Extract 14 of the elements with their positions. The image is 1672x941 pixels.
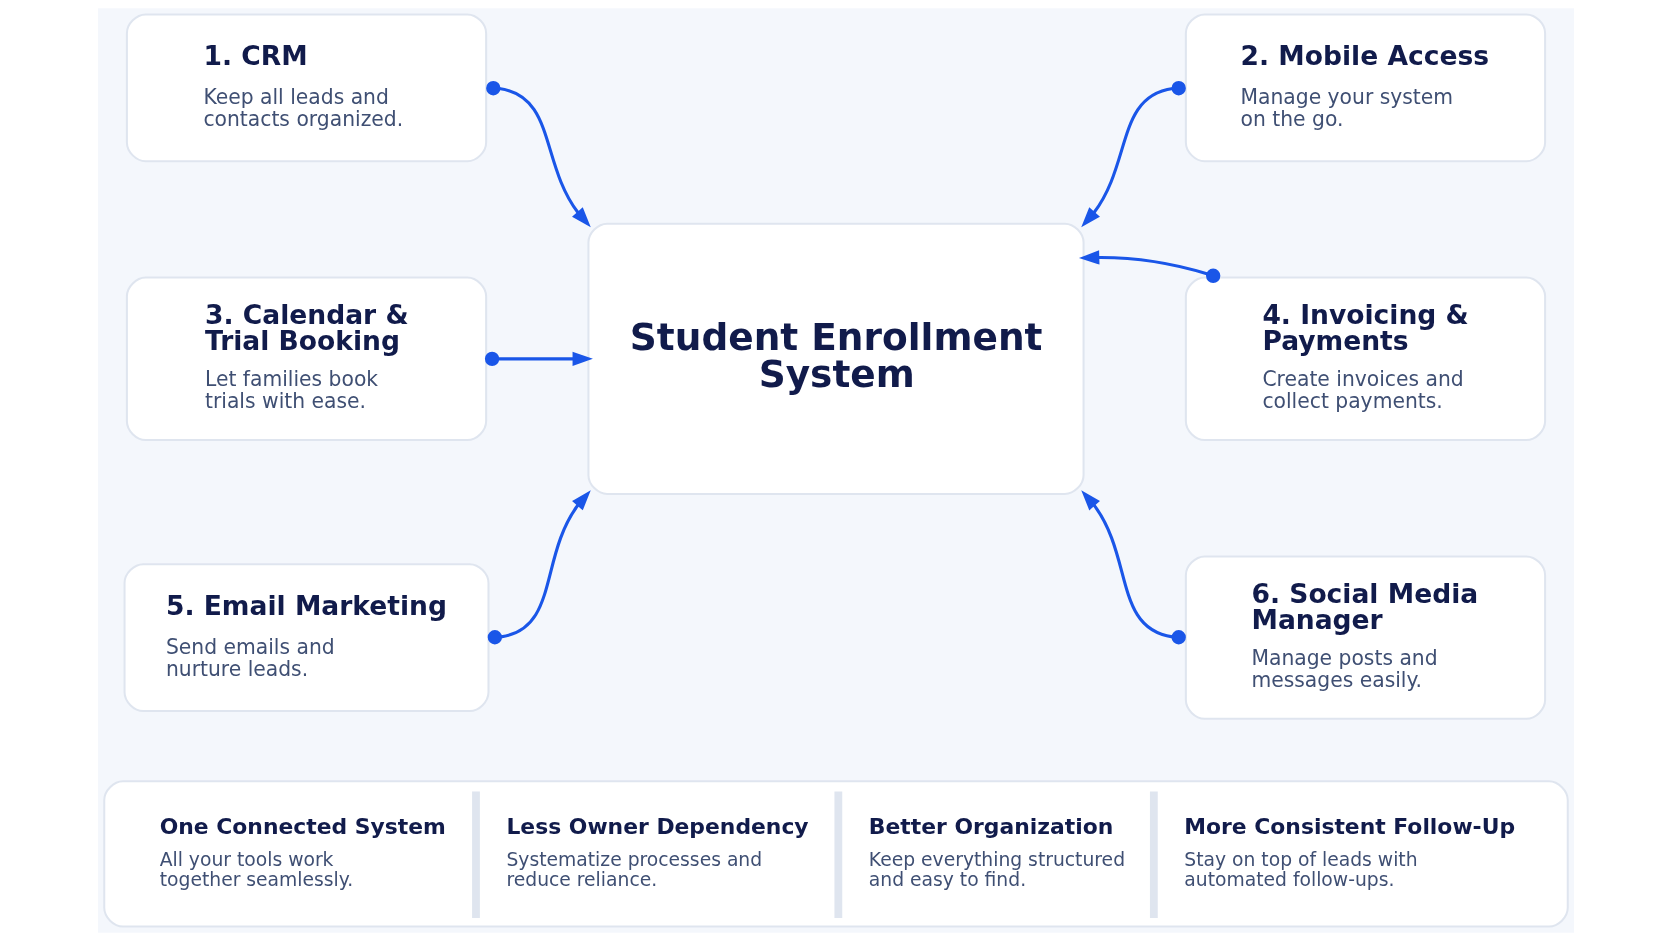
arrow: [487, 490, 591, 645]
node-box: 6. Social Media Manager Manage posts and messages easily.: [1184, 555, 1547, 720]
node-box: 5. Email Marketing Send emails and nurture leads.: [123, 563, 490, 713]
node-box: 2. Mobile Access Manage your system on the go.: [1184, 13, 1547, 163]
node-box: 1. CRM Keep all leads and contacts organized.: [125, 13, 488, 163]
node-box: One Connected System All your tools work together seamlessly. Less Owner Dependency Systematize processes and reduce reliance. Better Organization Keep everything structured and easy to find. More Consistent Follow-Up Stay on top of leads with automated follow-ups.: [103, 780, 1569, 928]
arrow: [1078, 250, 1221, 283]
arrow: [484, 351, 593, 366]
arrow: [1081, 81, 1186, 228]
node-box: 4. Invoicing & Payments Create invoices and collect payments.: [1184, 276, 1547, 442]
arrow: [1081, 490, 1186, 645]
arrow: [486, 81, 591, 228]
node-box: Student Enrollment System: [587, 222, 1085, 495]
node-box: 3. Calendar & Trial Booking Let families book trials with ease.: [125, 276, 488, 442]
